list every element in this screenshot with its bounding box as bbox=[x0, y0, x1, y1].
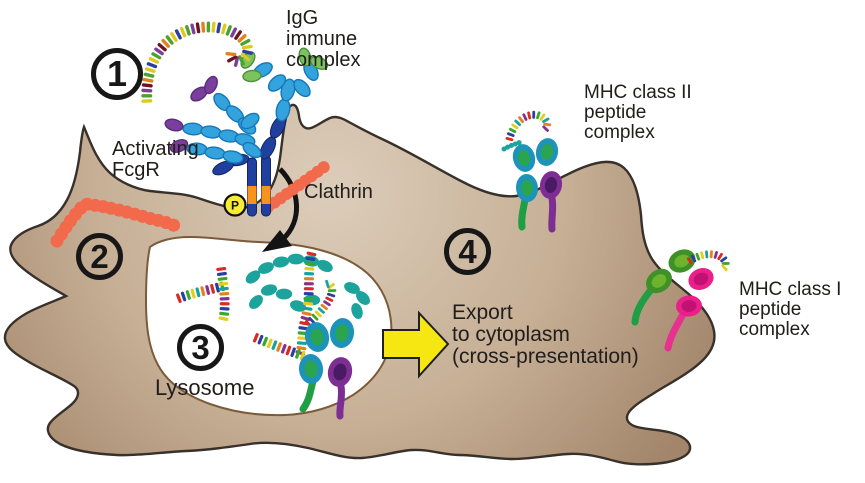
endocytosis-arrowhead bbox=[262, 230, 292, 252]
mhc-class-ii-complex bbox=[501, 110, 563, 233]
clathrin-chain-receptor bbox=[262, 161, 330, 213]
igg-immune-complex bbox=[141, 21, 329, 164]
export-arrow bbox=[382, 310, 450, 379]
mhc-class-i-label: MHC class I peptide complex bbox=[739, 279, 842, 340]
step-1-badge: 1 bbox=[91, 48, 143, 100]
endocytosis-arrow bbox=[278, 167, 299, 241]
step-2-badge: 2 bbox=[76, 233, 123, 280]
mhc-class-ii-label: MHC class II peptide complex bbox=[584, 82, 692, 143]
igg-complex-label: IgG immune complex bbox=[286, 7, 361, 71]
step-3-badge: 3 bbox=[177, 324, 224, 371]
activating-fcgr-label: Activating FcgR bbox=[112, 138, 199, 181]
export-label: Export to cytoplasm (cross-presentation) bbox=[452, 301, 639, 368]
clathrin-chain bbox=[50, 197, 187, 248]
fcgr-receptor bbox=[212, 115, 287, 217]
step-4-badge: 4 bbox=[444, 228, 491, 275]
mhc-class-i-complex bbox=[631, 249, 730, 352]
lysosome-label: Lysosome bbox=[155, 375, 255, 400]
phosphorylation-badge bbox=[223, 193, 247, 217]
mhc-class-ii-lysosome bbox=[298, 318, 355, 420]
phosphorylation-label: P bbox=[231, 199, 239, 213]
clathrin-label: Clathrin bbox=[304, 181, 373, 203]
